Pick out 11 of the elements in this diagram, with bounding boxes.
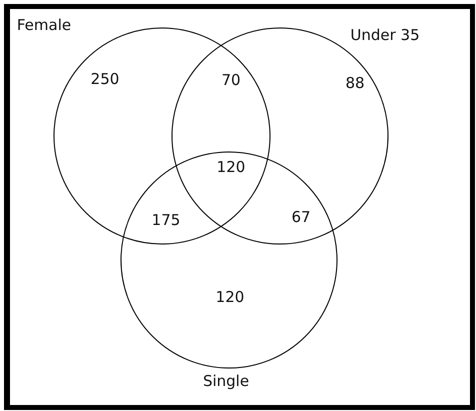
region-count: 120 (216, 288, 244, 306)
set-label: Female (16, 16, 72, 34)
set-label: Single (202, 372, 250, 390)
region-count: 67 (291, 208, 311, 226)
region-count: 175 (152, 211, 180, 229)
region-count: 120 (216, 158, 246, 176)
region-count: 70 (221, 71, 241, 89)
venn-circle (120, 152, 338, 368)
region-count: 88 (345, 74, 365, 92)
set-label: Under 35 (350, 26, 420, 44)
region-count: 250 (90, 70, 120, 88)
